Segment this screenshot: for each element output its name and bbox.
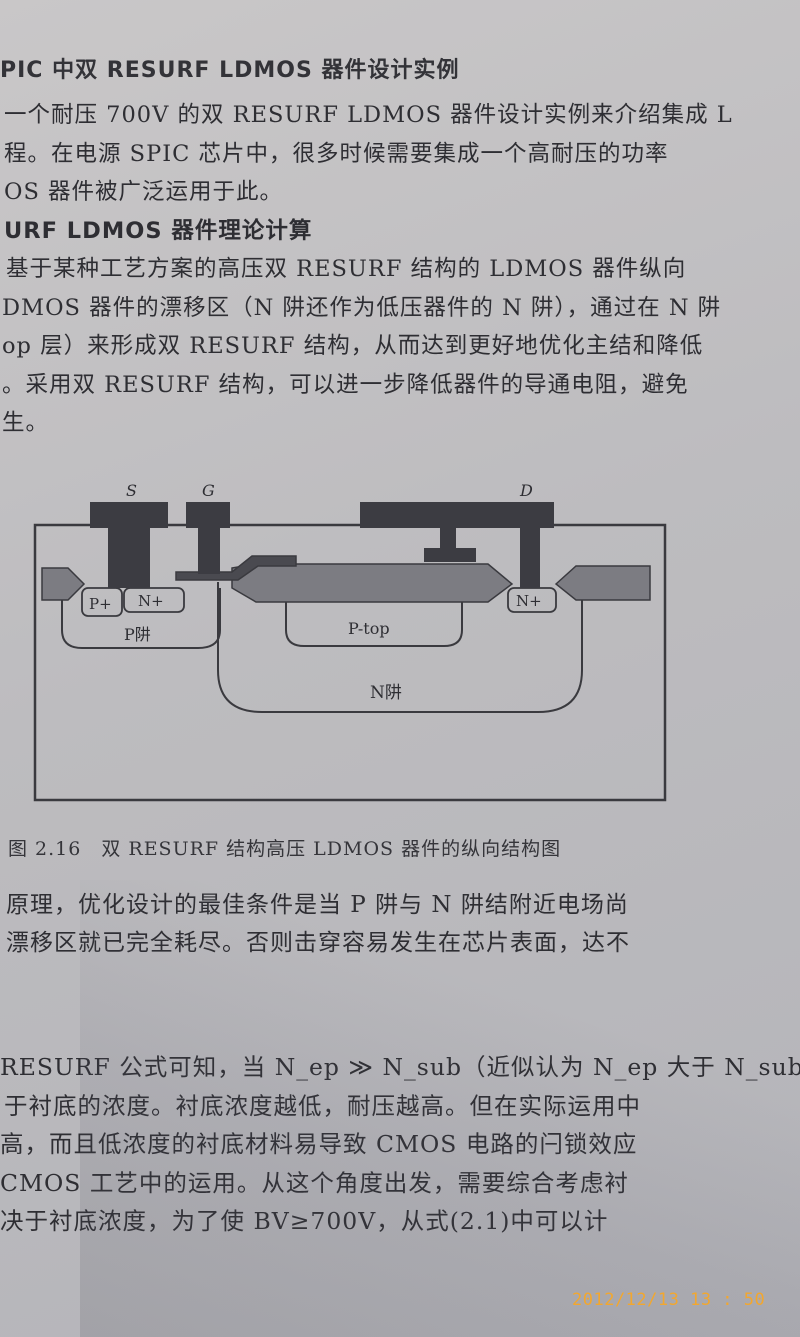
- p-top-label: P-top: [348, 619, 390, 638]
- p-well-region: [61, 588, 221, 649]
- after-figure-paragraph: 原理，优化设计的最佳条件是当 P 阱与 N 阱结附近电场尚 漂移区就已完全耗尽。…: [0, 886, 800, 962]
- source-metal-top: [90, 502, 168, 528]
- p-top-region: [285, 598, 463, 647]
- drain-contact: [520, 526, 540, 588]
- drain-field-plate-stem: [440, 526, 456, 548]
- source-contact: [108, 526, 150, 588]
- text-line: 。采用双 RESURF 结构，可以进一步降低器件的导通电阻，避免: [2, 371, 689, 398]
- drain-metal-top: [360, 502, 554, 528]
- source-label: S: [126, 481, 137, 500]
- n-well-label: N阱: [370, 683, 402, 703]
- field-oxide-right: [554, 565, 651, 601]
- gate-label: G: [202, 481, 215, 500]
- text-line: 原理，优化设计的最佳条件是当 P 阱与 N 阱结附近电场尚: [6, 892, 629, 918]
- text-line: DMOS 器件的漂移区（N 阱还作为低压器件的 N 阱），通过在 N 阱: [2, 294, 722, 321]
- field-oxide-drift: [231, 563, 514, 603]
- text-line: OS 器件被广泛运用于此。: [4, 179, 284, 205]
- p-well-label: P阱: [124, 625, 151, 644]
- text-line: 漂移区就已完全耗尽。否则击穿容易发生在芯片表面，达不: [6, 930, 630, 956]
- formula-paragraph: RESURF 公式可知，当 N_ep ≫ N_sub（近似认为 N_ep 大于 …: [0, 1048, 800, 1241]
- n-plus-source-region: [123, 587, 185, 613]
- photo-timestamp: 2012/12/13 13 : 50: [572, 1290, 766, 1310]
- figure-caption: 图 2.16 双 RESURF 结构高压 LDMOS 器件的纵向结构图: [8, 838, 562, 860]
- text-line: 基于某种工艺方案的高压双 RESURF 结构的 LDMOS 器件纵向: [6, 256, 687, 282]
- gate-metal-top: [186, 502, 230, 528]
- text-line: op 层）来形成双 RESURF 结构，从而达到更好地优化主结和降低: [2, 333, 704, 359]
- section-title: PIC 中双 RESURF LDMOS 器件设计实例: [0, 58, 460, 83]
- intro-paragraph: 一个耐压 700V 的双 RESURF LDMOS 器件设计实例来介绍集成 L …: [0, 96, 800, 443]
- gate-contact: [198, 526, 220, 574]
- substrate-outline: [33, 523, 667, 802]
- p-plus-label: P+: [89, 595, 112, 613]
- n-well-region: [217, 582, 583, 713]
- text-line: 决于衬底浓度，为了使 BV≥700V，从式(2.1)中可以计: [0, 1207, 609, 1235]
- text-line: RESURF 公式可知，当 N_ep ≫ N_sub（近似认为 N_ep 大于 …: [0, 1053, 800, 1081]
- n-plus-drain-label: N+: [516, 592, 542, 610]
- text-line: 生。: [2, 410, 50, 436]
- text-line: 于衬底的浓度。衬底浓度越低，耐压越高。但在实际运用中: [4, 1091, 641, 1120]
- drain-field-plate: [424, 548, 476, 562]
- n-plus-source-label: N+: [138, 592, 164, 610]
- text-line: 一个耐压 700V 的双 RESURF LDMOS 器件设计实例来介绍集成 L: [4, 102, 733, 128]
- text-line: 高，而且低浓度的衬底材料易导致 CMOS 电路的闩锁效应: [0, 1130, 638, 1158]
- field-oxide-left: [41, 567, 86, 601]
- drain-label: D: [519, 481, 533, 500]
- text-line: CMOS 工艺中的运用。从这个角度出发，需要综合考虑衬: [0, 1168, 629, 1197]
- ldmos-cross-section-diagram: S G D P+ N+ P阱 P-top N阱 N+: [33, 481, 667, 802]
- p-plus-region: [81, 587, 123, 617]
- subsection-title: URF LDMOS 器件理论计算: [4, 217, 313, 244]
- text-line: 程。在电源 SPIC 芯片中，很多时候需要集成一个高耐压的功率: [4, 140, 669, 167]
